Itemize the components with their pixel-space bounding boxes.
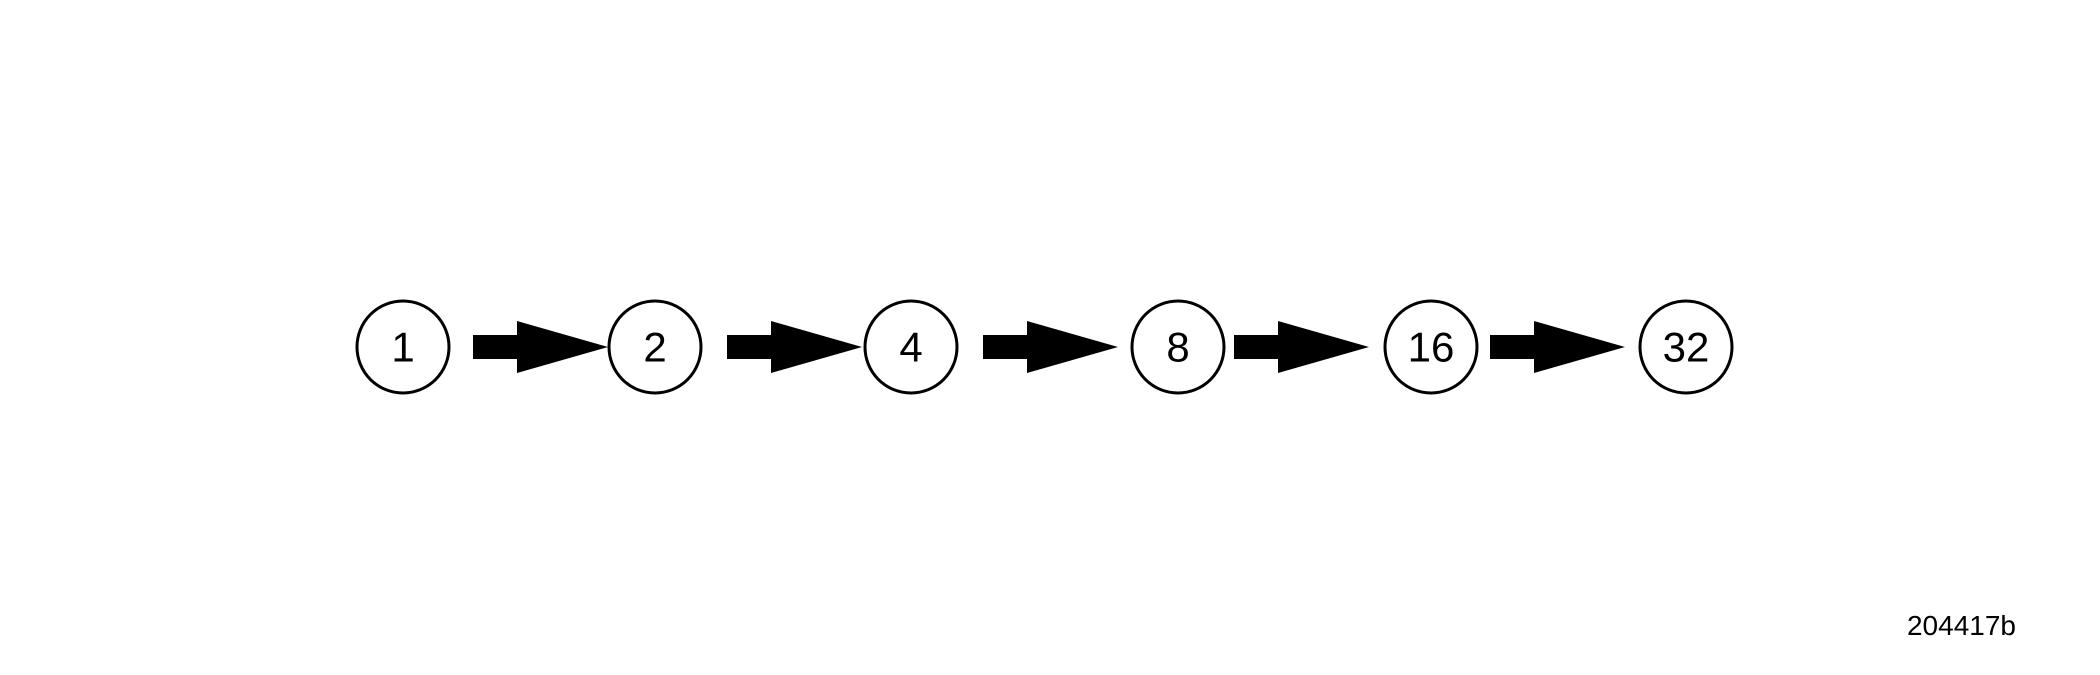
arrow-2-icon bbox=[727, 321, 862, 373]
arrow-1-to-2 bbox=[473, 321, 608, 373]
node-16-circle bbox=[1383, 299, 1479, 395]
node-4-label: 4 bbox=[899, 324, 922, 371]
arrow-4-icon bbox=[1234, 321, 1369, 373]
node-4-circle bbox=[863, 299, 959, 395]
node-2-label: 2 bbox=[643, 324, 666, 371]
node-1: 1 bbox=[355, 299, 451, 395]
node-1-circle bbox=[355, 299, 451, 395]
arrow-1-icon bbox=[473, 321, 608, 373]
node-4: 4 bbox=[863, 299, 959, 395]
arrow-5-icon bbox=[1490, 321, 1625, 373]
node-8: 8 bbox=[1130, 299, 1226, 395]
node-16-label: 16 bbox=[1408, 324, 1455, 371]
node-32-label: 32 bbox=[1663, 324, 1710, 371]
node-8-label: 8 bbox=[1166, 324, 1189, 371]
arrow-8-to-16 bbox=[1234, 321, 1369, 373]
node-32-circle bbox=[1638, 299, 1734, 395]
arrow-16-to-32 bbox=[1490, 321, 1625, 373]
arrow-3-icon bbox=[983, 321, 1118, 373]
node-2: 2 bbox=[607, 299, 703, 395]
node-16: 16 bbox=[1383, 299, 1479, 395]
node-1-label: 1 bbox=[391, 324, 414, 371]
node-32: 32 bbox=[1638, 299, 1734, 395]
node-2-circle bbox=[607, 299, 703, 395]
figure-id-label: 204417b bbox=[1906, 610, 2016, 641]
arrow-4-to-8 bbox=[983, 321, 1118, 373]
node-8-circle bbox=[1130, 299, 1226, 395]
arrow-2-to-4 bbox=[727, 321, 862, 373]
